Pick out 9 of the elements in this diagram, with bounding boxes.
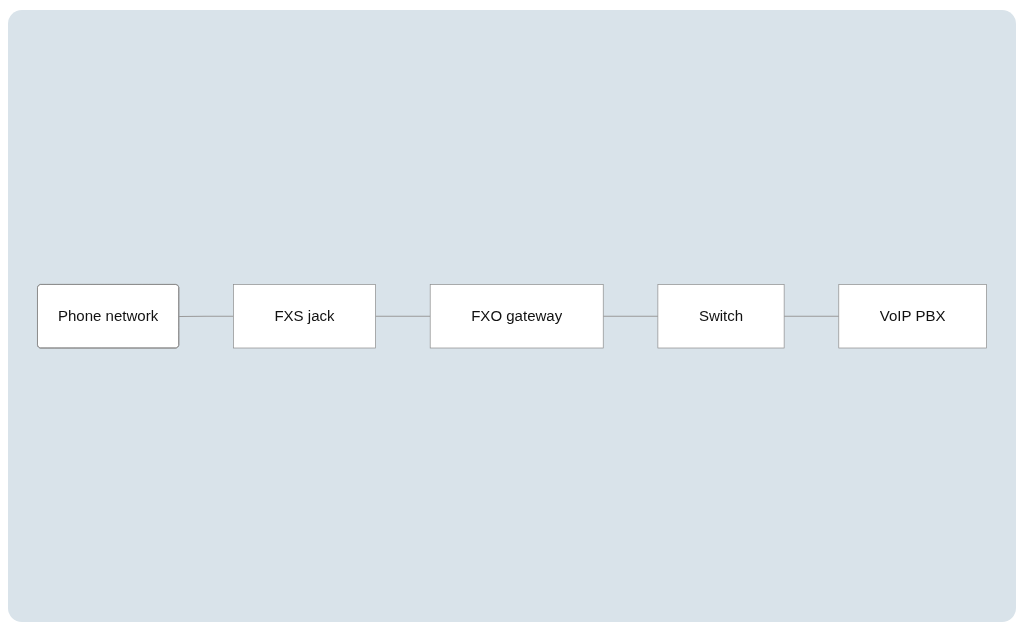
- node-box: [657, 283, 785, 349]
- diagram-background: Phone network FXS jack FXO gateway Switch VoIP PBX: [8, 10, 1016, 622]
- connector: [602, 315, 659, 317]
- connector: [375, 315, 431, 317]
- connector: [178, 315, 234, 317]
- connector: [783, 315, 840, 317]
- node-box: [429, 283, 604, 349]
- node-box: [233, 283, 376, 349]
- node-box: [838, 283, 987, 349]
